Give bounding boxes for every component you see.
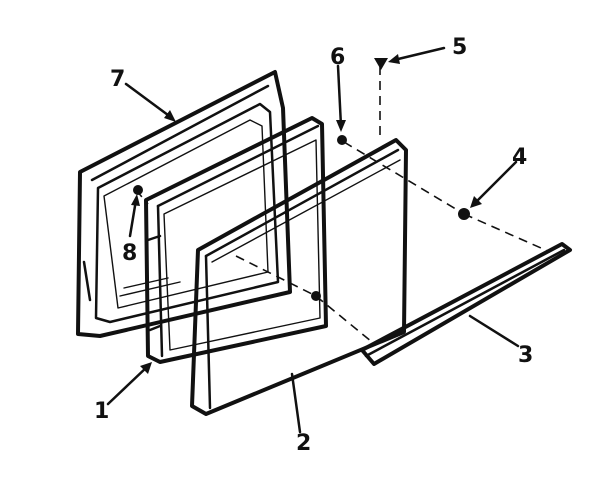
callout-8: 8 (122, 241, 137, 266)
callout-7: 7 (110, 67, 125, 92)
liner-screw (133, 185, 143, 195)
outer-door-panel (190, 138, 408, 416)
callout-3: 3 (518, 343, 533, 368)
callout-2: 2 (296, 431, 311, 456)
leader-lines (106, 46, 520, 434)
screw-panel (311, 291, 321, 301)
callout-5: 5 (452, 35, 467, 60)
screw-top (374, 58, 388, 70)
callout-4: 4 (512, 145, 527, 170)
callout-labels: 1 2 3 4 5 6 7 8 (94, 35, 533, 456)
screw-upper (337, 135, 347, 145)
callout-6: 6 (330, 45, 345, 70)
inner-door-panel (144, 116, 328, 364)
door-handle-trim (360, 242, 572, 366)
door-liner (76, 70, 292, 338)
callout-1: 1 (94, 399, 109, 424)
screw-center (458, 208, 470, 220)
assembly-lines (135, 66, 551, 343)
